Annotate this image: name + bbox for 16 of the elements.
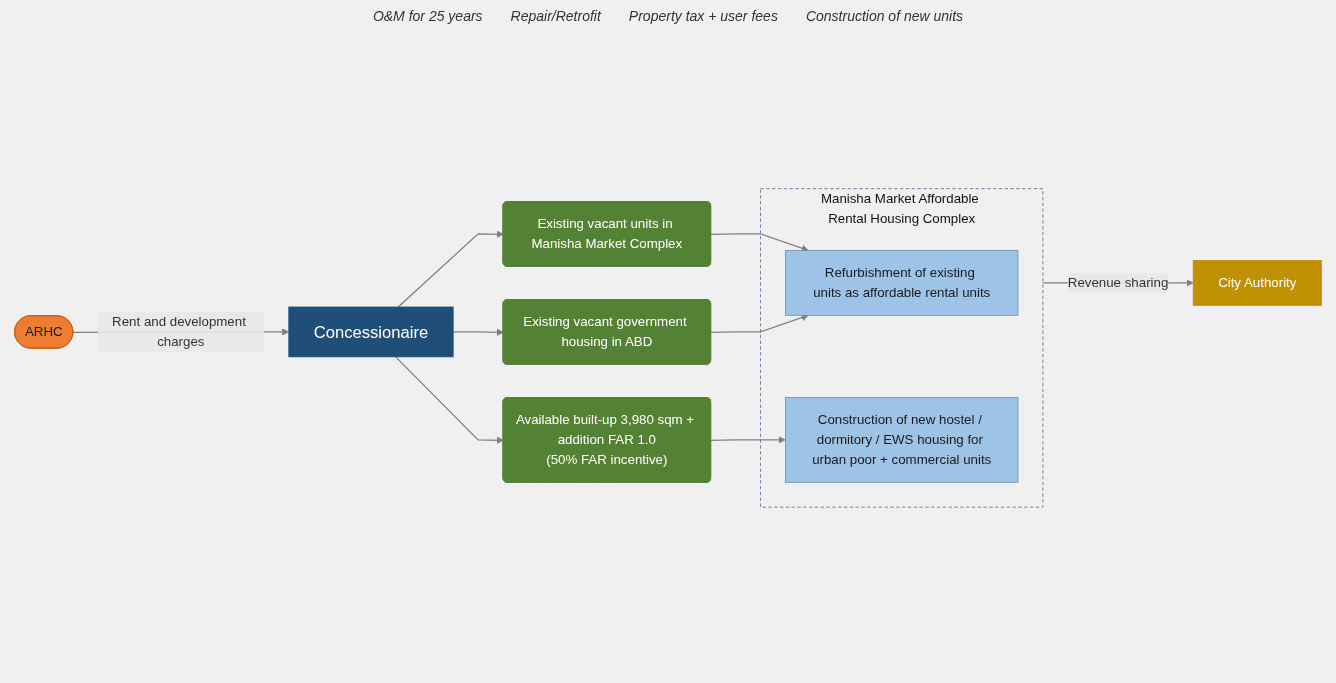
note-text: O&M for 25 years <box>372 8 483 24</box>
arrow <box>710 314 809 334</box>
note-text: Construction of new units <box>805 8 964 24</box>
note-text: Property tax + user fees <box>628 8 778 24</box>
note-text: Repair/Retrofit <box>510 8 601 24</box>
node-box: Concessionaire <box>288 306 454 358</box>
node-box: Refurbishment of existing units as affordable rental units <box>785 250 1019 316</box>
arrow <box>710 233 809 252</box>
edge-label: Rent and development charges <box>112 314 246 349</box>
node-box: Construction of new hostel / dormitory / EWS housing for urban poor + commercial units <box>785 397 1019 483</box>
arrow <box>395 356 504 444</box>
edge-label: Revenue sharing <box>1067 275 1169 290</box>
arrow <box>710 436 786 444</box>
arrow <box>397 230 504 308</box>
arrow <box>452 328 504 336</box>
node-box: City Authority <box>1192 260 1322 306</box>
